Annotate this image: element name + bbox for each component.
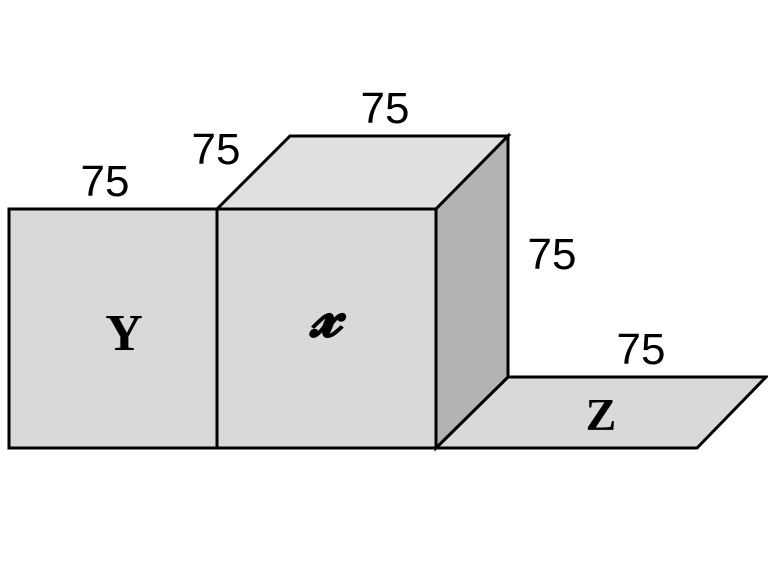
dim-height-x: 75 (528, 230, 577, 279)
dim-depth-x: 75 (192, 125, 241, 174)
square-y-face (7, 207, 219, 450)
dim-width-x: 75 (361, 84, 410, 133)
dim-top-y: 75 (81, 157, 130, 206)
plane-z: Z (432, 375, 768, 450)
square-y-label: Y (105, 305, 143, 362)
plane-z-label: Z (586, 389, 617, 440)
cube-x-label: 𝔁 (309, 278, 347, 351)
dim-width-z: 75 (617, 325, 666, 374)
square-y: Y (7, 207, 219, 450)
cube-x: 𝔁 (213, 132, 512, 452)
cube-x-front-face (215, 207, 438, 450)
